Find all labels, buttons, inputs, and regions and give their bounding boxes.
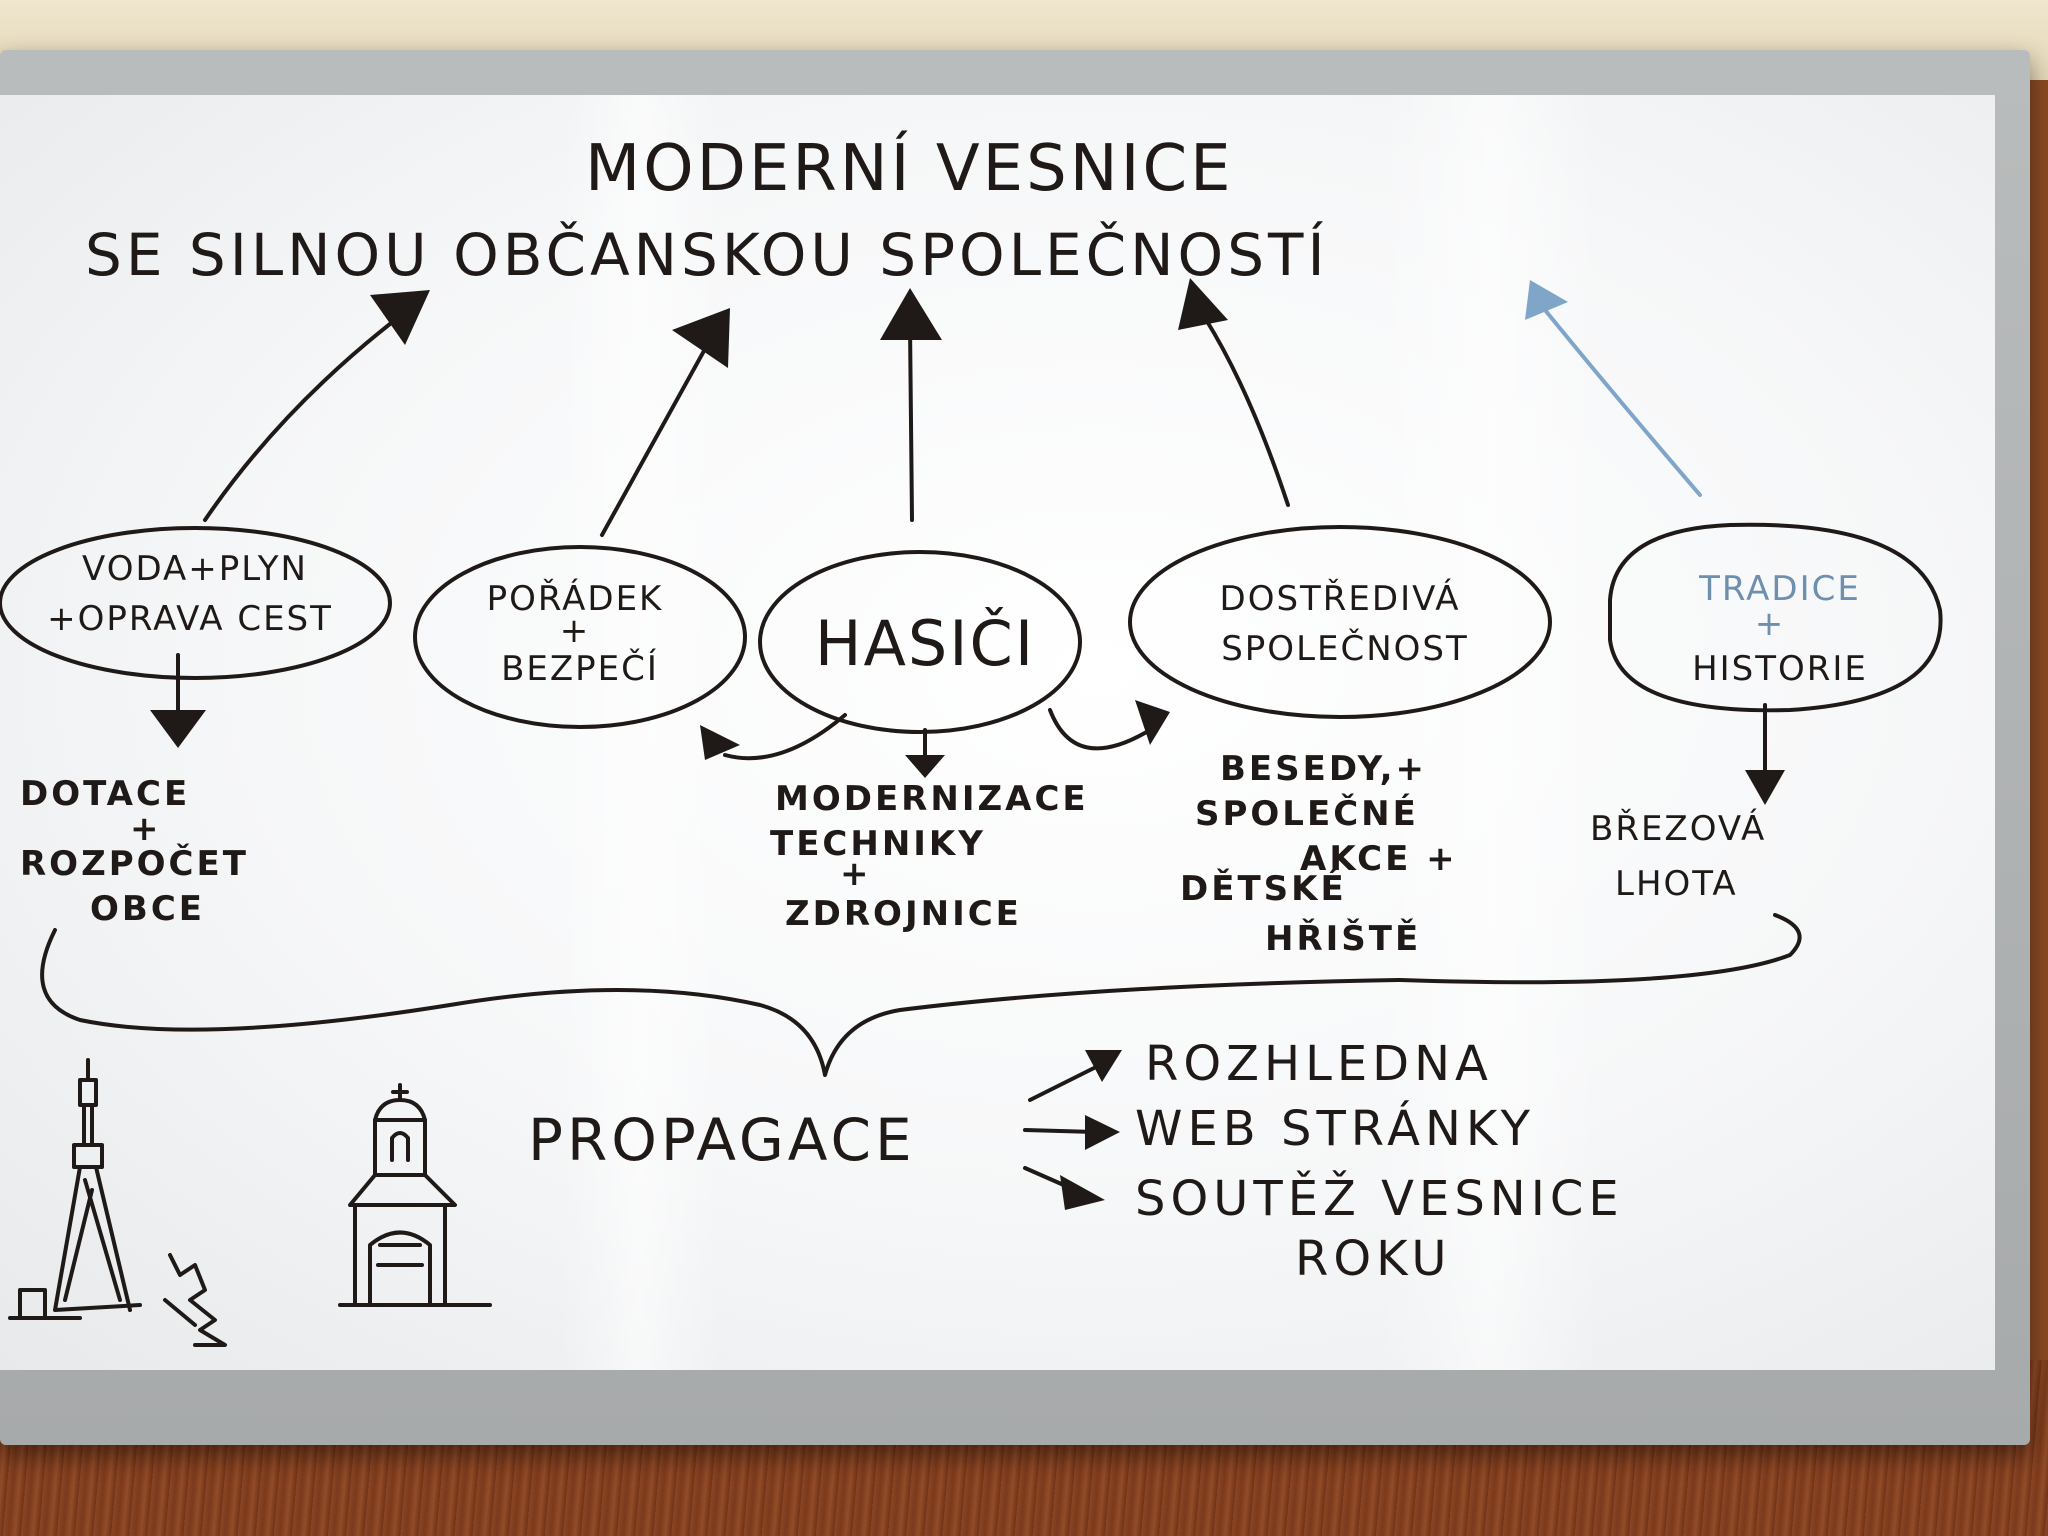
node-dostrediva-line-1: DOSTŘEDIVÁ bbox=[1220, 578, 1461, 619]
lookout-tower-icon bbox=[8, 1058, 227, 1347]
node-poradek-line-1: POŘÁDEK bbox=[487, 578, 664, 619]
node-poradek-line-2: + bbox=[560, 611, 591, 651]
node-dostrediva: DOSTŘEDIVÁ SPOLEČNOST bbox=[1128, 525, 1552, 719]
besedy-line-5: HŘIŠTĚ bbox=[1265, 918, 1421, 959]
propagace-item-roku: ROKU bbox=[1295, 1231, 1451, 1287]
modernizace-line-3: + bbox=[840, 854, 872, 894]
sub-dotace: DOTACE + ROZPOČET OBCE bbox=[20, 774, 249, 929]
modernizace-line-2: TECHNIKY bbox=[770, 824, 986, 864]
modernizace-line-4: ZDROJNICE bbox=[785, 894, 1022, 934]
node-voda-line-1: VODA+PLYN bbox=[82, 549, 308, 589]
hasici-connectors bbox=[700, 700, 1170, 761]
node-hasici: HASIČI bbox=[758, 550, 1082, 734]
node-hasici-label: HASIČI bbox=[815, 607, 1035, 680]
propagace-item-rozhledna: ROZHLEDNA bbox=[1145, 1036, 1493, 1092]
whiteboard-surface bbox=[0, 95, 1995, 1370]
dotace-line-2: + bbox=[130, 809, 162, 849]
chapel-icon bbox=[338, 1083, 492, 1307]
modernizace-line-1: MODERNIZACE bbox=[775, 779, 1089, 819]
besedy-line-4: DĚTSKÉ bbox=[1180, 868, 1347, 909]
curly-brace bbox=[40, 913, 1802, 1077]
besedy-line-3: AKCE + bbox=[1300, 839, 1458, 879]
propagace-label: PROPAGACE bbox=[528, 1106, 916, 1174]
node-poradek-line-3: BEZPEČÍ bbox=[501, 648, 659, 689]
propagace-arrows bbox=[1023, 1050, 1122, 1210]
title-line-1: MODERNÍ VESNICE bbox=[585, 130, 1234, 206]
besedy-line-2: SPOLEČNÉ bbox=[1195, 793, 1419, 834]
propagace-item-soutez: SOUTĚŽ VESNICE bbox=[1135, 1170, 1624, 1227]
propagace-item-web: WEB STRÁNKY bbox=[1135, 1100, 1535, 1157]
title-line-2: SE SILNOU OBČANSKOU SPOLEČNOSTÍ bbox=[85, 220, 1329, 289]
arrows-down bbox=[150, 653, 1785, 805]
arrows-to-title bbox=[203, 278, 1702, 537]
node-tradice-line-3: HISTORIE bbox=[1692, 649, 1868, 689]
dotace-line-1: DOTACE bbox=[20, 774, 190, 814]
node-voda: VODA+PLYN +OPRAVA CEST bbox=[0, 526, 392, 680]
brezova-line-2: LHOTA bbox=[1615, 864, 1738, 904]
sub-modernizace: MODERNIZACE TECHNIKY + ZDROJNICE bbox=[770, 779, 1089, 934]
node-poradek: POŘÁDEK + BEZPEČÍ bbox=[413, 545, 747, 729]
brezova-line-1: BŘEZOVÁ bbox=[1590, 808, 1766, 849]
dotace-line-3: ROZPOČET bbox=[20, 843, 249, 884]
node-voda-line-2: +OPRAVA CEST bbox=[47, 599, 333, 639]
node-tradice: TRADICE + HISTORIE bbox=[1608, 522, 1943, 713]
sub-brezova: BŘEZOVÁ LHOTA bbox=[1590, 808, 1766, 904]
dotace-line-4: OBCE bbox=[90, 889, 205, 929]
node-tradice-line-1: TRADICE bbox=[1698, 569, 1861, 609]
besedy-line-1: BESEDY,+ bbox=[1220, 749, 1427, 789]
sub-besedy: BESEDY,+ SPOLEČNÉ AKCE + DĚTSKÉ HŘIŠTĚ bbox=[1180, 749, 1458, 959]
node-tradice-line-2: + bbox=[1755, 604, 1786, 644]
node-dostrediva-line-2: SPOLEČNOST bbox=[1221, 628, 1469, 669]
